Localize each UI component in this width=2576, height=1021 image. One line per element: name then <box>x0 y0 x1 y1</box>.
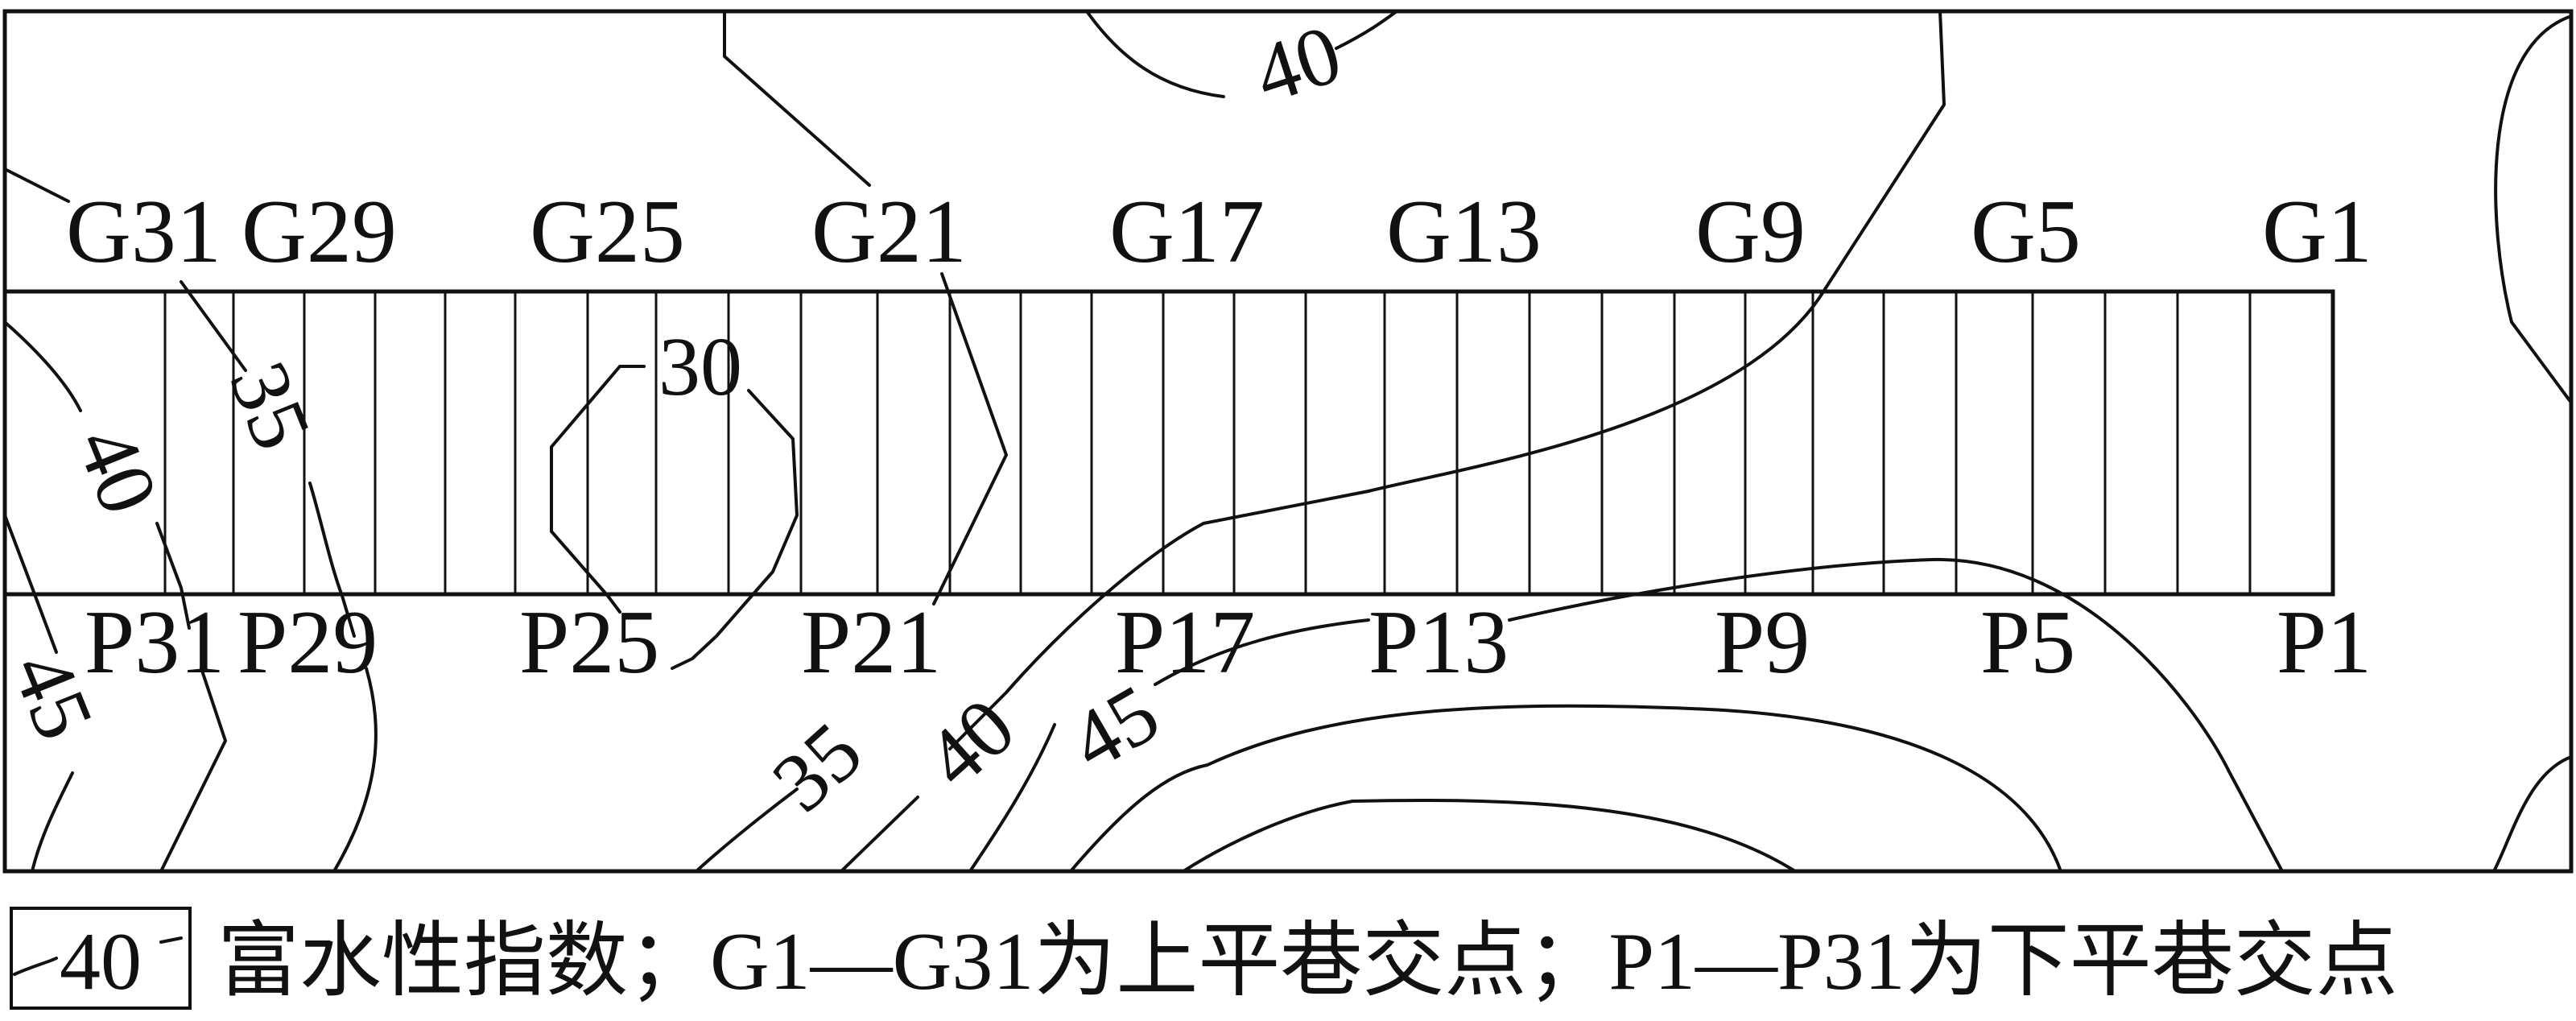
lower-point-label: P17 <box>1115 593 1255 692</box>
working-face-strip <box>2 289 2335 597</box>
legend-symbol-value: 40 <box>60 916 142 1007</box>
contour-label-35-south: 35 <box>755 705 879 829</box>
contour-label-40-left: 40 <box>59 414 176 527</box>
upper-point-label: G21 <box>811 182 967 282</box>
legend-contour-stub-left <box>13 957 58 976</box>
upper-point-label: G29 <box>242 182 397 282</box>
contour-upper-ridge <box>723 10 871 187</box>
contour-45-left-upper <box>3 514 58 654</box>
contour-g21-spur <box>932 272 1008 606</box>
contour-lines <box>3 10 2573 873</box>
lower-point-label: P13 <box>1368 593 1509 692</box>
contour-35-left <box>180 280 247 372</box>
contour-label-40-south: 40 <box>908 680 1032 805</box>
contour-main-east <box>948 10 1946 750</box>
upper-point-label: G25 <box>530 182 685 282</box>
legend-contour-stub-right <box>159 936 183 944</box>
lower-point-label: P29 <box>237 593 378 692</box>
contour-40-top-right <box>1335 10 1398 50</box>
lower-point-label: P21 <box>801 593 941 692</box>
contour-30-loop <box>550 365 646 614</box>
contour-p29-south <box>332 667 378 873</box>
upper-point-label: G13 <box>1386 182 1542 282</box>
contour-40-top <box>1085 10 1225 98</box>
lower-point-labels: P31 P29 P25 P21 P17 P13 P9 P5 P1 <box>85 593 2372 692</box>
contour-40-left-lower <box>155 522 191 630</box>
legend-description: 富水性指数；G1—G31为上平巷交点；P1—P31为下平巷交点 <box>217 916 2398 1007</box>
upper-point-label: G5 <box>1971 182 2081 282</box>
contour-label-30: 30 <box>658 320 742 413</box>
contour-35-south <box>695 787 799 873</box>
lower-point-label: P31 <box>85 593 225 692</box>
contour-value-labels: 40 40 35 30 45 35 40 45 <box>0 7 1352 829</box>
map-frame <box>2 9 2574 874</box>
upper-point-label: G31 <box>66 182 221 282</box>
upper-point-labels: G31 G29 G25 G21 G17 G13 G9 G5 G1 <box>66 182 2372 282</box>
legend-symbol-box <box>10 907 192 1010</box>
upper-point-label: G1 <box>2262 182 2372 282</box>
lower-point-label: P9 <box>1715 593 1810 692</box>
contour-45-east <box>1508 557 2284 873</box>
contour-right-edge <box>2494 14 2573 404</box>
contour-45-south-lead <box>1154 618 1370 686</box>
contour-p31-south <box>159 667 227 873</box>
lower-point-label: P5 <box>1980 593 2075 692</box>
contour-inner-south <box>1069 704 2062 873</box>
contour-label-35-left: 35 <box>212 349 329 462</box>
contour-40-left-upper <box>3 320 82 412</box>
strip-cut-lines <box>163 291 2252 594</box>
contour-label-40-top: 40 <box>1244 7 1352 122</box>
contour-right-bottom <box>2492 755 2573 873</box>
contour-left-top <box>3 167 70 203</box>
contour-45-left-lower <box>31 771 74 873</box>
contour-innermost-south <box>1182 798 1797 873</box>
upper-point-label: G17 <box>1109 182 1265 282</box>
working-face-outline <box>2 289 2335 597</box>
contour-30-loop-east <box>671 389 799 670</box>
lower-point-label: P1 <box>2277 593 2372 692</box>
contour-40-south <box>840 796 919 873</box>
contour-35-left-lower <box>308 482 356 638</box>
contour-45-south-west <box>968 723 1056 873</box>
upper-point-label: G9 <box>1695 182 1806 282</box>
legend: 40 富水性指数；G1—G31为上平巷交点；P1—P31为下平巷交点 <box>10 907 2398 1010</box>
lower-point-label: P25 <box>519 593 659 692</box>
